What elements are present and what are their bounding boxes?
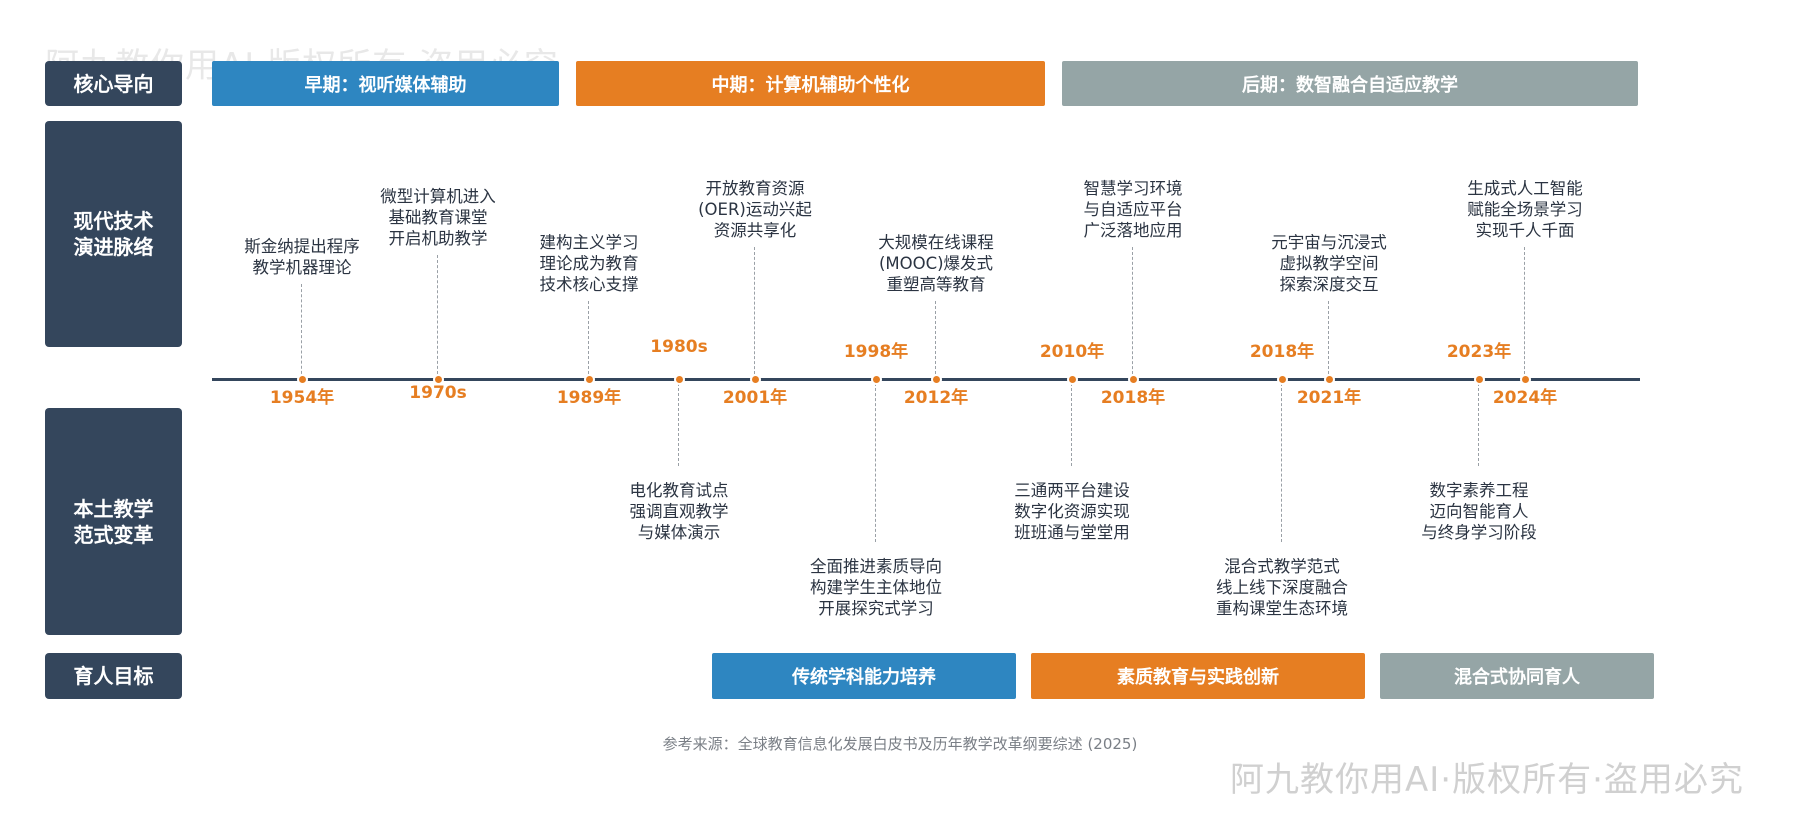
- paradigm-event-stem: [875, 383, 876, 542]
- tech-event-year: 2001年: [722, 388, 788, 408]
- paradigm-event-stem: [678, 383, 679, 466]
- tech-event-stem: [1132, 247, 1133, 379]
- phase-banner-early: 早期：视听媒体辅助: [212, 61, 559, 106]
- paradigm-event-text: 三通两平台建设 数字化资源实现 班班通与堂堂用: [1014, 481, 1130, 542]
- tech-event-year: 1989年: [556, 388, 622, 408]
- tech-event-stem: [1524, 247, 1525, 379]
- tech-event-year: 1970s: [409, 383, 467, 403]
- tech-event-year: 2012年: [903, 388, 969, 408]
- tech-event-dot: [1127, 373, 1139, 385]
- tech-event-stem: [588, 301, 589, 379]
- paradigm-event-text: 混合式教学范式 线上线下深度融合 重构课堂生态环境: [1216, 557, 1348, 618]
- tech-event-stem: [754, 247, 755, 379]
- paradigm-event-year: 2010年: [1039, 342, 1105, 362]
- paradigm-event-dot: [870, 373, 882, 385]
- paradigm-event-year: 2023年: [1446, 342, 1512, 362]
- tech-event-text: 斯金纳提出程序 教学机器理论: [244, 237, 360, 277]
- paradigm-event-dot: [1066, 373, 1078, 385]
- paradigm-event-stem: [1281, 383, 1282, 542]
- tech-event-text: 元宇宙与沉浸式 虚拟教学空间 探索深度交互: [1271, 233, 1387, 294]
- paradigm-event-dot: [1473, 373, 1485, 385]
- paradigm-event-year: 1998年: [843, 342, 909, 362]
- watermark-bottom: 阿九教你用AI·版权所有·盗用必究: [1230, 760, 1744, 800]
- tech-event-stem: [1328, 301, 1329, 379]
- tech-event-text: 微型计算机进入 基础教育课堂 开启机助教学: [380, 187, 496, 248]
- tech-event-dot: [296, 373, 308, 385]
- tech-event-stem: [301, 284, 302, 379]
- tech-event-text: 开放教育资源 (OER)运动兴起 资源共享化: [698, 179, 812, 240]
- row-header-core: 核心导向: [45, 61, 182, 106]
- tech-event-dot: [1519, 373, 1531, 385]
- tech-event-text: 大规模在线课程 (MOOC)爆发式 重塑高等教育: [878, 233, 994, 294]
- tech-event-dot: [432, 373, 444, 385]
- timeline-axis: [212, 378, 1640, 381]
- tech-event-text: 智慧学习环境 与自适应平台 广泛落地应用: [1083, 179, 1183, 240]
- tech-event-text: 建构主义学习 理论成为教育 技术核心支撑: [539, 233, 639, 294]
- tech-event-year: 2018年: [1100, 388, 1166, 408]
- tech-event-year: 2021年: [1296, 388, 1362, 408]
- paradigm-event-year: 2018年: [1249, 342, 1315, 362]
- goal-banner-blended: 混合式协同育人: [1380, 653, 1654, 699]
- paradigm-event-dot: [673, 373, 685, 385]
- row-header-tech: 现代技术 演进脉络: [45, 121, 182, 347]
- goal-banner-traditional: 传统学科能力培养: [712, 653, 1016, 699]
- tech-event-year: 2024年: [1492, 388, 1558, 408]
- row-header-paradigm: 本土教学 范式变革: [45, 408, 182, 635]
- paradigm-event-stem: [1478, 383, 1479, 466]
- tech-event-dot: [1323, 373, 1335, 385]
- paradigm-event-stem: [1071, 383, 1072, 466]
- phase-banner-middle: 中期：计算机辅助个性化: [576, 61, 1045, 106]
- tech-event-text: 生成式人工智能 赋能全场景学习 实现千人千面: [1467, 179, 1583, 240]
- paradigm-event-text: 数字素养工程 迈向智能育人 与终身学习阶段: [1421, 481, 1537, 542]
- paradigm-event-text: 全面推进素质导向 构建学生主体地位 开展探究式学习: [810, 557, 942, 618]
- paradigm-event-dot: [1276, 373, 1288, 385]
- source-note: 参考来源：全球教育信息化发展白皮书及历年教学改革纲要综述 (2025): [662, 735, 1138, 753]
- paradigm-event-text: 电化教育试点 强调直观教学 与媒体演示: [629, 481, 729, 542]
- phase-banner-late: 后期：数智融合自适应教学: [1062, 61, 1638, 106]
- tech-event-dot: [583, 373, 595, 385]
- tech-event-dot: [749, 373, 761, 385]
- tech-event-year: 1954年: [269, 388, 335, 408]
- tech-event-dot: [930, 373, 942, 385]
- row-header-goal: 育人目标: [45, 653, 182, 699]
- tech-event-stem: [935, 301, 936, 379]
- tech-event-stem: [437, 255, 438, 379]
- paradigm-event-year: 1980s: [650, 337, 708, 357]
- goal-banner-quality: 素质教育与实践创新: [1031, 653, 1365, 699]
